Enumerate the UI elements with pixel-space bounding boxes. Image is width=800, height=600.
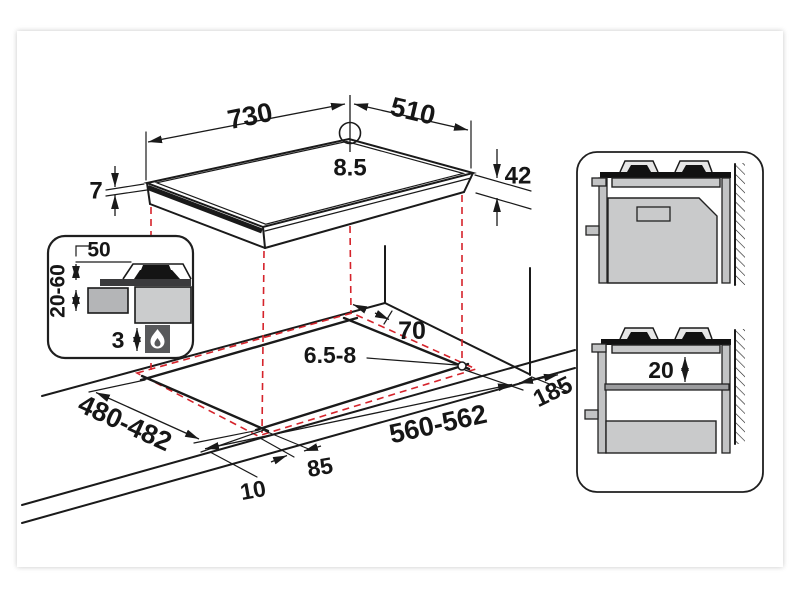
fixing-hole-marker (457, 361, 467, 371)
burner-icon (682, 332, 706, 339)
hob-footprint-outline (134, 312, 479, 437)
side-view-panel: 20 (576, 151, 764, 493)
dim-side-overhang: 85 (305, 452, 335, 482)
burner-icon (134, 270, 180, 279)
fixing-bracket (585, 225, 600, 236)
dim-hole-diameter: 8.5 (333, 155, 366, 182)
dim-shelf-clearance: 20 (648, 357, 674, 383)
hole-circle-marker (338, 121, 362, 145)
burner-icon (682, 165, 706, 172)
built-under-oven (607, 197, 718, 284)
burner-icon (627, 332, 651, 339)
dim-worktop-thickness: 20-60 (47, 264, 70, 318)
cabinet-side (721, 177, 731, 284)
fixing-bracket (584, 409, 599, 420)
dim-right-wall-distance: 185 (529, 371, 577, 413)
dim-hob-body-height: 42 (505, 163, 532, 190)
dim-cutout-depth: 480-482 (74, 389, 177, 457)
cabinet-side (597, 344, 607, 454)
fixing-bracket (591, 343, 607, 353)
dim-inset-bottom-gap: 3 (112, 327, 125, 353)
drawer-box (605, 420, 717, 454)
gas-section-inset: 50 20-60 3 (47, 234, 195, 360)
hob-body-section (134, 286, 192, 324)
dim-cutout-rear-clearance: 70 (398, 317, 426, 345)
dim-hob-depth: 510 (388, 91, 439, 130)
oven-vent (636, 206, 671, 222)
hob-top-view: 730 510 8.5 7 42 (89, 91, 532, 249)
side-view-above-oven (585, 160, 745, 286)
dim-fixing-hole: 6.5-8 (304, 342, 357, 368)
burner-icon (627, 165, 651, 172)
side-view-above-drawer: 20 (584, 327, 745, 454)
worktop-section (87, 287, 129, 314)
separator-shelf (604, 383, 730, 391)
dim-front-edge-distance: 10 (238, 475, 268, 505)
worktop-cutout-view: 70 6.5-8 480-482 560-562 185 85 (21, 195, 577, 524)
hob-glass-section (100, 279, 191, 286)
cabinet-side (721, 344, 731, 454)
wall-hatching (736, 329, 745, 444)
wall-hatching (736, 163, 745, 285)
cabinet-side (598, 177, 608, 284)
dim-inset-top-clearance: 50 (87, 239, 110, 262)
dim-glass-thickness: 7 (89, 178, 102, 205)
fixing-bracket (591, 177, 607, 187)
dim-hob-width: 730 (225, 97, 275, 135)
